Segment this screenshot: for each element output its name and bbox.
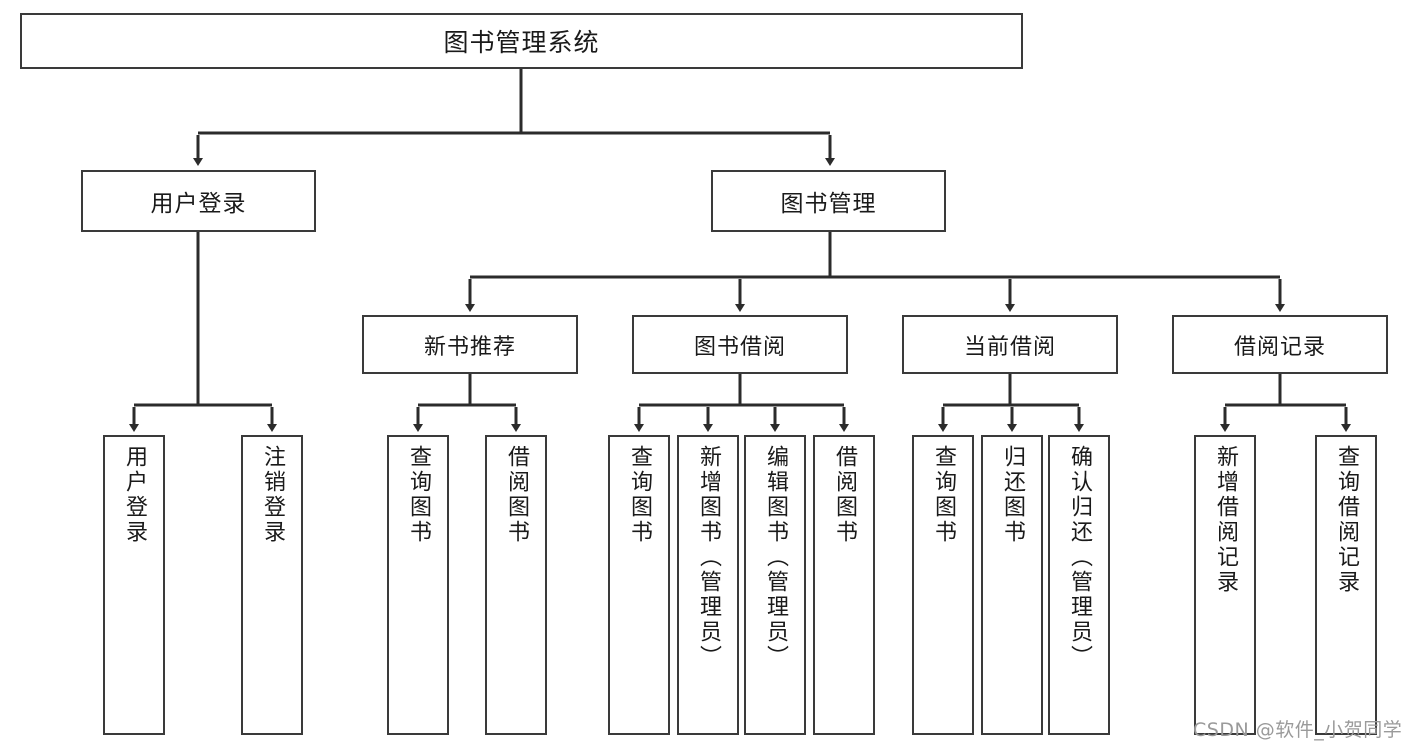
node-user-login[interactable]: 用户登录 [81,170,316,232]
node-leaf-borrow-book[interactable]: 借阅图书 [813,435,875,735]
node-leaf-user-login-label: 用户登录 [122,445,147,545]
node-book-borrow-label: 图书借阅 [693,334,786,360]
node-new-book-recommend-label: 新书推荐 [423,334,516,360]
node-leaf-query-book-rec[interactable]: 查询图书 [387,435,449,735]
node-root[interactable]: 图书管理系统 [20,13,1023,69]
node-leaf-add-borrow-record-label: 新增借阅记录 [1213,445,1238,595]
node-leaf-user-login[interactable]: 用户登录 [103,435,165,735]
node-leaf-query-book-borrow[interactable]: 查询图书 [608,435,670,735]
node-leaf-query-borrow-record[interactable]: 查询借阅记录 [1315,435,1377,735]
csdn-watermark: CSDN @软件_小贺同学 [1193,719,1403,741]
edges-root-to-level1 [193,69,835,166]
edges-new-book-recommend-to-leaves [413,374,521,432]
node-leaf-user-logout-label: 注销登录 [260,445,285,545]
node-leaf-borrow-book-rec-label: 借阅图书 [504,445,529,545]
edges-book-borrow-to-leaves [634,374,849,432]
node-leaf-add-borrow-record[interactable]: 新增借阅记录 [1194,435,1256,735]
node-current-borrow-label: 当前借阅 [963,334,1056,360]
node-leaf-return-book[interactable]: 归还图书 [981,435,1043,735]
node-book-borrow[interactable]: 图书借阅 [632,315,848,374]
node-leaf-confirm-return-admin-label: 确认归还（管理员） [1067,445,1092,670]
node-leaf-query-borrow-record-label: 查询借阅记录 [1334,445,1359,595]
edges-book-management-to-level2 [465,232,1285,312]
node-book-management-label: 图书管理 [780,191,877,217]
node-book-management[interactable]: 图书管理 [711,170,946,232]
node-borrow-record[interactable]: 借阅记录 [1172,315,1388,374]
node-leaf-edit-book-admin[interactable]: 编辑图书（管理员） [744,435,806,735]
node-root-label: 图书管理系统 [443,28,600,57]
node-leaf-add-book-admin[interactable]: 新增图书（管理员） [677,435,739,735]
node-leaf-query-book-rec-label: 查询图书 [406,445,431,545]
node-leaf-edit-book-admin-label: 编辑图书（管理员） [763,445,788,670]
node-leaf-query-book-current[interactable]: 查询图书 [912,435,974,735]
node-leaf-confirm-return-admin[interactable]: 确认归还（管理员） [1048,435,1110,735]
node-leaf-user-logout[interactable]: 注销登录 [241,435,303,735]
node-leaf-borrow-book-label: 借阅图书 [832,445,857,545]
node-leaf-add-book-admin-label: 新增图书（管理员） [696,445,721,670]
edges-borrow-record-to-leaves [1220,374,1351,432]
node-leaf-borrow-book-rec[interactable]: 借阅图书 [485,435,547,735]
edges-user-login-to-leaves [129,232,277,432]
node-current-borrow[interactable]: 当前借阅 [902,315,1118,374]
node-leaf-return-book-label: 归还图书 [1000,445,1025,545]
node-borrow-record-label: 借阅记录 [1233,334,1326,360]
node-leaf-query-book-current-label: 查询图书 [931,445,956,545]
node-leaf-query-book-borrow-label: 查询图书 [627,445,652,545]
edges-current-borrow-to-leaves [938,374,1084,432]
node-new-book-recommend[interactable]: 新书推荐 [362,315,578,374]
node-user-login-label: 用户登录 [150,191,247,217]
